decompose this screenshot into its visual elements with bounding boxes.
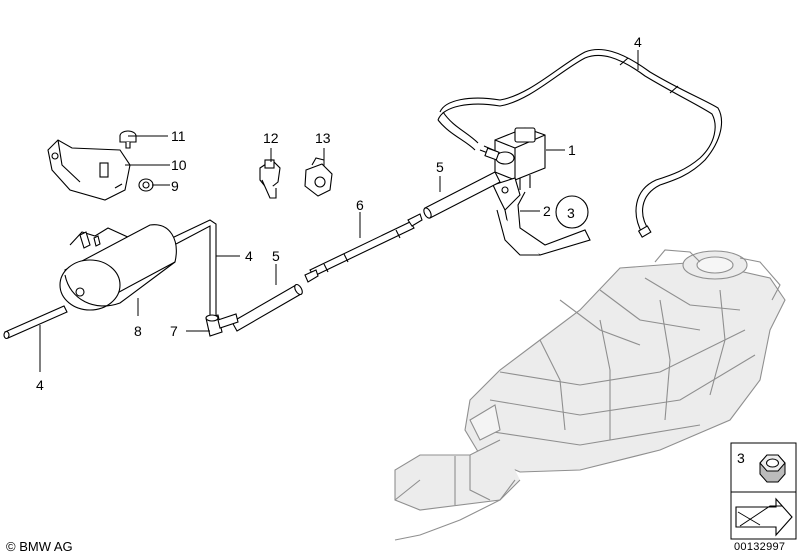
callout-1: 1 — [568, 142, 576, 158]
callout-11: 11 — [171, 128, 186, 144]
callout-8: 8 — [134, 323, 142, 339]
callout-7: 7 — [170, 323, 178, 339]
hose-clip-12 — [259, 159, 281, 199]
callout-4-left: 4 — [36, 377, 44, 393]
callout-5-upper: 5 — [436, 159, 444, 175]
callout-3-circle: 3 — [567, 205, 575, 221]
tube-6 — [304, 213, 423, 283]
charcoal-canister — [59, 224, 177, 311]
legend-item-number: 3 — [737, 450, 745, 466]
rear-muffler-ghost — [394, 249, 786, 541]
callout-2: 2 — [543, 203, 551, 219]
legend-box: 3 — [730, 442, 797, 540]
callout-4-top: 4 — [634, 34, 642, 50]
callout-10: 10 — [171, 157, 187, 173]
leader-lines — [39, 50, 639, 372]
valve-bracket — [492, 177, 591, 256]
part-3-callout: 3 — [555, 195, 589, 229]
hose-5-upper — [423, 171, 501, 219]
hose-clip-13 — [304, 157, 333, 197]
document-id: 00132997 — [734, 541, 786, 553]
callout-5-lower: 5 — [272, 248, 280, 264]
vent-line-left — [3, 305, 68, 340]
holder-bracket — [47, 139, 131, 201]
callout-4-middle: 4 — [245, 248, 253, 264]
direction-arrow-icon — [735, 497, 793, 537]
callout-6: 6 — [356, 197, 364, 213]
callout-13: 13 — [315, 130, 331, 146]
hex-bolt — [119, 130, 137, 149]
vent-line-upper — [437, 49, 722, 238]
vent-line-canister — [171, 219, 217, 315]
callout-12: 12 — [263, 130, 279, 146]
hose-5-lower — [231, 283, 303, 332]
callout-9: 9 — [171, 178, 179, 194]
copyright-label: © BMW AG — [6, 539, 73, 554]
hex-nut-icon — [759, 454, 786, 483]
hex-nut — [138, 178, 154, 192]
